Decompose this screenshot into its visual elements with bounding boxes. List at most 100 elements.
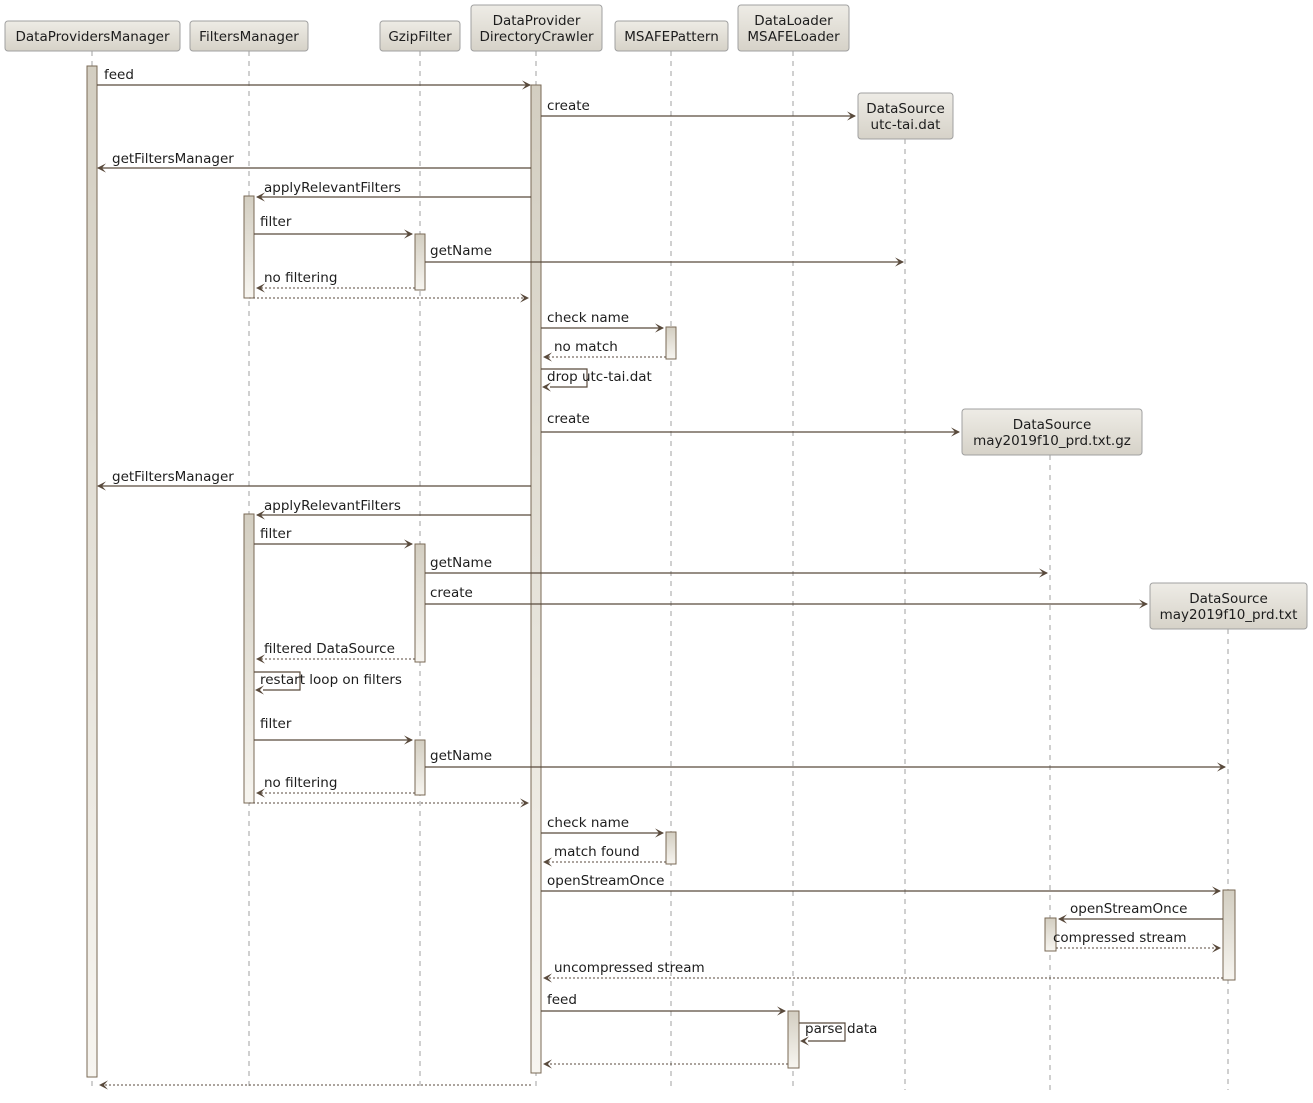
arrow-head: [543, 352, 552, 362]
arrow-head: [97, 163, 106, 173]
participant-fm[interactable]: FiltersManager: [189, 20, 309, 52]
message-label: filter: [260, 526, 292, 542]
message-m23: [249, 798, 529, 808]
message-label: create: [430, 585, 473, 601]
arrow-head: [1212, 943, 1221, 953]
participant-box-rect[interactable]: [614, 20, 729, 52]
message-label: no filtering: [264, 270, 337, 286]
activation-bar-gzip: [414, 233, 426, 291]
participant-label: MSAFEPattern: [624, 29, 719, 45]
self-message-line: [799, 1022, 846, 1042]
activation-bar-ds3: [1222, 889, 1236, 981]
message-m25: match found: [543, 844, 666, 867]
arrow-head-shape: [655, 323, 664, 333]
message-label: getFiltersManager: [112, 469, 234, 485]
arrow-head-shape: [255, 685, 264, 695]
participant-box-rect[interactable]: [4, 20, 181, 52]
message-label: getName: [430, 243, 492, 259]
message-m03: getFiltersManager: [97, 151, 531, 173]
activation-bar-msafe: [665, 831, 677, 865]
participant-box-rect[interactable]: [857, 92, 954, 140]
participant-dpm[interactable]: DataProvidersManager: [4, 20, 181, 52]
participant-label: may2019f10_prd.txt.gz: [973, 433, 1131, 449]
participant-label: DataLoader: [754, 13, 833, 29]
activation-bar-ds2: [1044, 917, 1057, 952]
message-m09: check name: [541, 310, 664, 333]
activations-layer: [86, 65, 1236, 1078]
self-message-line: [254, 671, 301, 691]
arrow-head-shape: [543, 857, 552, 867]
arrow-head-shape: [404, 539, 413, 549]
participant-label: DataProvider: [493, 13, 581, 29]
arrow-head: [847, 111, 856, 121]
participant-box-rect[interactable]: [1149, 582, 1308, 630]
arrow-head: [256, 283, 265, 293]
participant-box-rect[interactable]: [737, 4, 850, 52]
arrow-head: [655, 828, 664, 838]
arrow-head-shape: [404, 735, 413, 745]
message-label: filter: [260, 214, 292, 230]
message-m14: applyRelevantFilters: [256, 498, 531, 520]
message-m02: create: [541, 98, 856, 121]
arrow-head: [1039, 568, 1048, 578]
arrow-head: [1058, 914, 1067, 924]
message-label: feed: [104, 67, 134, 83]
message-m27: openStreamOnce: [1058, 901, 1223, 924]
arrow-head: [951, 427, 960, 437]
arrow-head-shape: [97, 481, 106, 491]
participant-label: utc-tai.dat: [871, 117, 941, 133]
arrow-head: [895, 257, 904, 267]
message-m06: getName: [425, 243, 904, 267]
message-label: create: [547, 98, 590, 114]
message-m30: feed: [541, 992, 786, 1016]
participant-msafe[interactable]: MSAFEPattern: [614, 20, 729, 52]
arrow-head: [256, 510, 265, 520]
activation-bar-gzip: [414, 739, 426, 796]
arrow-head-shape: [800, 1036, 809, 1046]
message-label: openStreamOnce: [1070, 901, 1187, 917]
arrow-head-shape: [256, 654, 265, 664]
participant-box-rect[interactable]: [379, 20, 461, 52]
activation-bar-msafe: [665, 326, 677, 360]
arrow-head-shape: [256, 192, 265, 202]
arrow-head-shape: [543, 1059, 552, 1069]
message-label: applyRelevantFilters: [264, 498, 401, 514]
arrow-head: [256, 788, 265, 798]
arrow-head: [542, 382, 551, 392]
arrow-head: [97, 481, 106, 491]
participant-box-rect[interactable]: [470, 4, 603, 52]
arrow-head: [255, 685, 264, 695]
arrow-head: [256, 192, 265, 202]
message-m10: no match: [543, 339, 666, 362]
message-m28: compressed stream: [1053, 930, 1221, 953]
message-m13: getFiltersManager: [97, 469, 531, 491]
message-m33: [99, 1080, 531, 1090]
message-m17: create: [425, 585, 1148, 609]
arrow-head-shape: [655, 828, 664, 838]
arrow-head: [777, 1006, 786, 1016]
message-m29: uncompressed stream: [543, 960, 1223, 983]
message-m26: openStreamOnce: [541, 873, 1221, 896]
message-label: parse data: [805, 1021, 877, 1037]
message-m11: drop utc-tai.dat: [541, 368, 652, 392]
participant-gzip[interactable]: GzipFilter: [379, 20, 461, 52]
participant-box-rect[interactable]: [189, 20, 309, 52]
message-label: getName: [430, 555, 492, 571]
participant-box-rect[interactable]: [961, 408, 1143, 456]
arrow-head: [256, 654, 265, 664]
message-m19: restart loop on filters: [254, 671, 402, 695]
participant-label: DirectoryCrawler: [479, 29, 594, 45]
messages-layer: feed create getFiltersManager applyRelevant…: [97, 67, 1226, 1090]
message-label: getFiltersManager: [112, 151, 234, 167]
message-m05: filter: [254, 214, 413, 239]
message-m24: check name: [541, 815, 664, 838]
message-m01: feed: [97, 67, 531, 90]
